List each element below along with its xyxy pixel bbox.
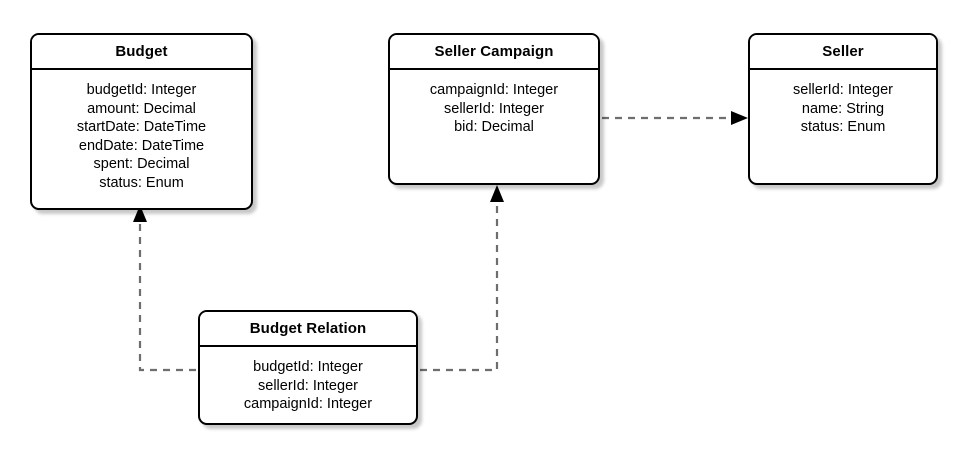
entity-seller-campaign-attributes: campaignId: Integer sellerId: Integer bi… <box>390 70 598 183</box>
attribute-row: endDate: DateTime <box>78 137 205 154</box>
attribute-row: budgetId: Integer <box>86 82 197 98</box>
attribute-row: spent: Decimal <box>93 156 190 173</box>
connector-relation-to-budget <box>133 205 196 372</box>
entity-seller-header: Seller <box>750 35 936 70</box>
attribute-row: name: String <box>801 100 885 117</box>
entity-budget-relation-title: Budget Relation <box>249 320 367 337</box>
attribute-row: status: Enum <box>800 119 886 136</box>
entity-seller[interactable]: Seller sellerId: Integer name: String st… <box>748 33 938 185</box>
attribute-row: bid: Decimal <box>454 119 534 136</box>
entity-seller-title: Seller <box>822 43 864 60</box>
attribute-row: status: Enum <box>99 174 184 191</box>
connector-campaign-to-seller <box>602 111 748 125</box>
entity-seller-campaign-title: Seller Campaign <box>434 43 554 60</box>
entity-budget-relation-attributes: budgetId: Integer sellerId: Integer camp… <box>200 347 416 423</box>
connector-relation-to-campaign <box>420 185 504 372</box>
attribute-row: budgetId: Integer <box>253 359 363 375</box>
attribute-row: sellerId: Integer <box>258 377 358 394</box>
attribute-row: amount: Decimal <box>87 100 196 117</box>
entity-budget[interactable]: Budget budgetId: Integer amount: Decimal… <box>30 33 253 210</box>
attribute-row: campaignId: Integer <box>429 82 559 98</box>
entity-budget-attributes: budgetId: Integer amount: Decimal startD… <box>32 70 251 208</box>
entity-budget-title: Budget <box>115 43 168 60</box>
attribute-row: sellerId: Integer <box>793 82 893 98</box>
entity-seller-campaign[interactable]: Seller Campaign campaignId: Integer sell… <box>388 33 600 185</box>
entity-seller-attributes: sellerId: Integer name: String status: E… <box>750 70 936 183</box>
attribute-row: campaignId: Integer <box>243 396 373 413</box>
entity-budget-header: Budget <box>32 35 251 70</box>
entity-budget-relation[interactable]: Budget Relation budgetId: Integer seller… <box>198 310 418 425</box>
attribute-row: startDate: DateTime <box>76 119 207 136</box>
attribute-row: sellerId: Integer <box>444 100 544 117</box>
entity-seller-campaign-header: Seller Campaign <box>390 35 598 70</box>
entity-budget-relation-header: Budget Relation <box>200 312 416 347</box>
